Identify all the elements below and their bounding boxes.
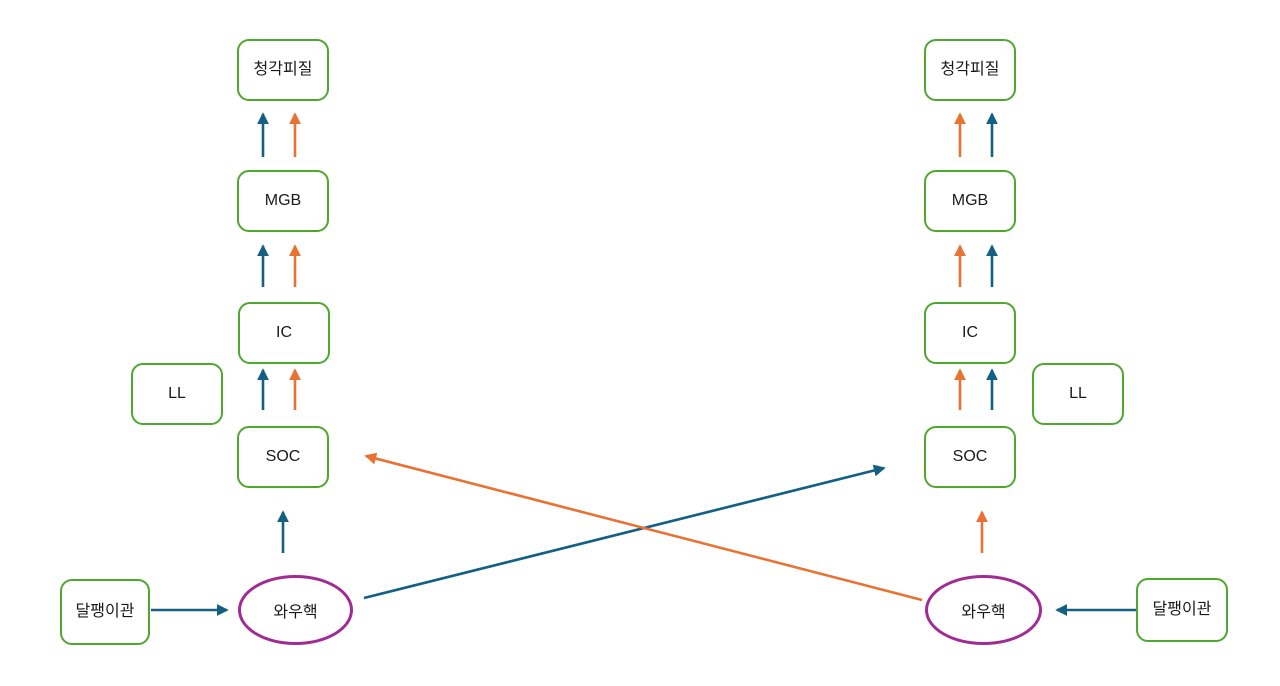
node-label: IC bbox=[962, 324, 978, 341]
node-cochlea-left: 달팽이관 bbox=[60, 579, 150, 645]
node-ll-right: LL bbox=[1032, 363, 1124, 425]
node-auditory-cortex-left: 청각피질 bbox=[237, 39, 329, 101]
node-label: MGB bbox=[951, 192, 989, 209]
edge-cochlear-nucleus-left-to-soc-right bbox=[363, 464, 886, 600]
node-auditory-cortex-right: 청각피질 bbox=[924, 39, 1016, 101]
node-label: 청각피질 bbox=[253, 60, 313, 78]
node-label: 달팽이관 bbox=[75, 602, 135, 620]
node-mgb-right: MGB bbox=[924, 170, 1016, 232]
node-label: SOC bbox=[265, 448, 301, 465]
node-ic-left: IC bbox=[238, 302, 330, 364]
node-label: 와우핵 bbox=[273, 604, 318, 621]
node-cochlear-nucleus-left: 와우핵 bbox=[238, 575, 353, 645]
node-label: SOC bbox=[952, 448, 988, 465]
node-label: 와우핵 bbox=[961, 604, 1006, 621]
node-label: IC bbox=[276, 324, 292, 341]
node-ic-right: IC bbox=[924, 302, 1016, 364]
node-ll-left: LL bbox=[131, 363, 223, 425]
node-cochlear-nucleus-right: 와우핵 bbox=[925, 575, 1042, 645]
node-label: 달팽이관 bbox=[1152, 600, 1212, 618]
edge-cochlear-nucleus-right-to-soc-left bbox=[364, 452, 923, 602]
node-label: 청각피질 bbox=[940, 60, 1000, 78]
node-mgb-left: MGB bbox=[237, 170, 329, 232]
node-soc-left: SOC bbox=[237, 426, 329, 488]
node-label: MGB bbox=[264, 192, 302, 209]
node-cochlea-right: 달팽이관 bbox=[1136, 578, 1228, 642]
node-label: LL bbox=[168, 385, 186, 402]
node-label: LL bbox=[1069, 385, 1087, 402]
node-soc-right: SOC bbox=[924, 426, 1016, 488]
